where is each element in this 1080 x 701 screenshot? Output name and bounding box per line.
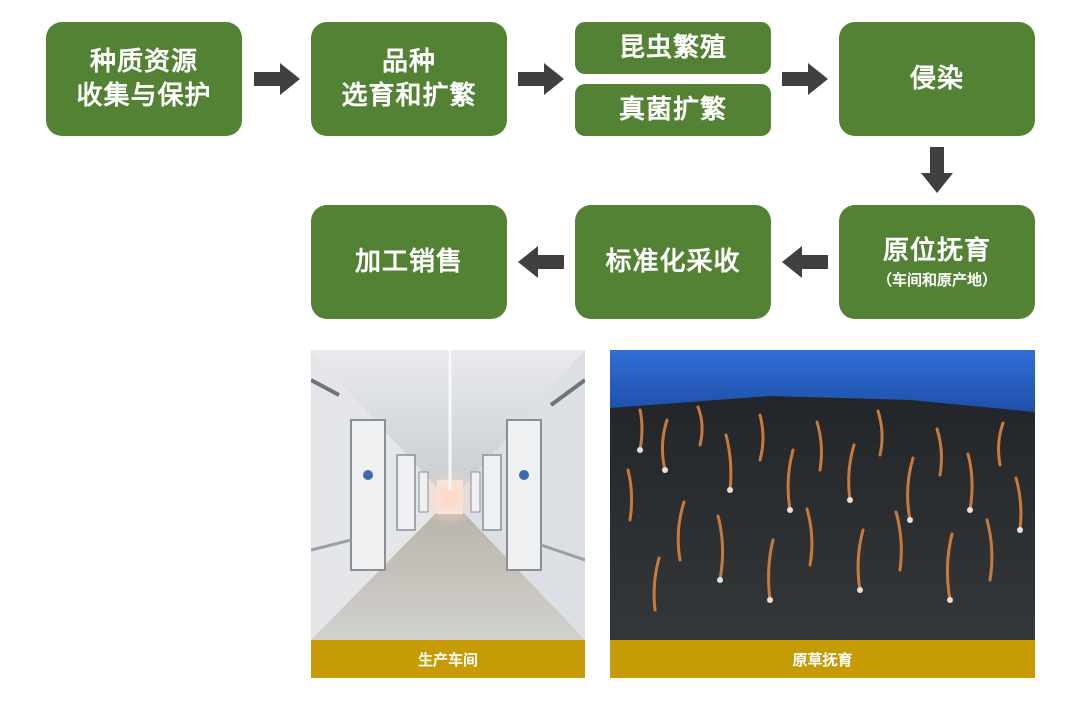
arrow-left-icon xyxy=(782,246,828,278)
workshop-corridor-photo xyxy=(311,350,585,640)
step-germplasm-box: 种质资源 收集与保护 xyxy=(46,22,242,136)
step-harvest-box: 标准化采收 xyxy=(575,205,771,319)
step-fungus-propagation-label: 真菌扩繁 xyxy=(618,95,727,125)
workshop-photo-caption: 生产车间 xyxy=(311,640,585,678)
arrow-right-icon xyxy=(254,63,300,95)
step-in-situ-cultivation-label: 原位抚育 xyxy=(882,236,991,266)
arrow-right-icon xyxy=(782,63,828,95)
step-insect-breeding-box: 昆虫繁殖 xyxy=(575,22,771,74)
step-infection-label: 侵染 xyxy=(909,64,964,94)
cordyceps-photo-caption: 原草抚育 xyxy=(610,640,1035,678)
arrow-down-icon xyxy=(921,147,953,193)
step-harvest-label: 标准化采收 xyxy=(605,247,741,277)
step-germplasm-line1: 种质资源 xyxy=(89,47,198,77)
step-germplasm-line2: 收集与保护 xyxy=(76,81,212,111)
step-fungus-propagation-box: 真菌扩繁 xyxy=(575,84,771,136)
step-in-situ-cultivation-sub: （车间和原产地） xyxy=(876,271,997,289)
step-processing-sales-label: 加工销售 xyxy=(354,247,463,277)
step-in-situ-cultivation-box: 原位抚育 （车间和原产地） xyxy=(839,205,1035,319)
step-infection-box: 侵染 xyxy=(839,22,1035,136)
arrow-right-icon xyxy=(518,63,564,95)
step-processing-sales-box: 加工销售 xyxy=(311,205,507,319)
step-breeding-box: 品种 选育和扩繁 xyxy=(311,22,507,136)
cordyceps-cultivation-photo xyxy=(610,350,1035,640)
arrow-left-icon xyxy=(518,246,564,278)
step-breeding-line1: 品种 xyxy=(381,47,436,77)
step-insect-breeding-label: 昆虫繁殖 xyxy=(618,33,727,63)
step-breeding-line2: 选育和扩繁 xyxy=(341,81,477,111)
